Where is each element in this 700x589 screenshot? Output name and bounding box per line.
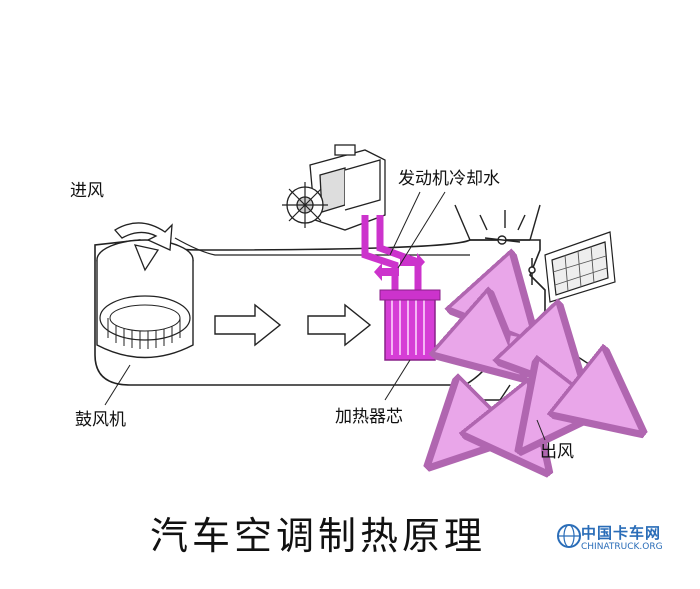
coolant-label: 发动机冷却水 bbox=[398, 169, 500, 189]
intake-arrow-icon bbox=[113, 222, 173, 272]
watermark-cn: 中国卡车网 bbox=[581, 524, 662, 542]
diagram-caption: 汽车空调制热原理 bbox=[150, 514, 487, 558]
outlet-duct bbox=[469, 354, 597, 401]
defrost-vent-icon bbox=[454, 204, 541, 245]
filter-icon bbox=[544, 231, 616, 303]
globe-logo-icon bbox=[557, 524, 581, 548]
blower-label: 鼓风机 bbox=[75, 410, 126, 430]
warm-air-arrow-icon bbox=[450, 297, 610, 440]
mode-damper-icon bbox=[491, 317, 509, 356]
coolant-flow-arrow-icon bbox=[374, 253, 425, 281]
heater-core-label: 加热器芯 bbox=[335, 407, 403, 427]
watermark-logo: 中国卡车网 CHINATRUCK.ORG bbox=[555, 520, 670, 570]
engine-icon bbox=[282, 144, 386, 231]
watermark-en: CHINATRUCK.ORG bbox=[581, 542, 663, 552]
flow-arrow-icon bbox=[214, 303, 372, 347]
outlet-label: 出风 bbox=[540, 442, 574, 462]
damper-icon bbox=[484, 237, 536, 285]
heater-core-icon bbox=[379, 289, 441, 361]
intake-label: 进风 bbox=[70, 181, 104, 201]
coolant-pipe bbox=[361, 215, 422, 295]
